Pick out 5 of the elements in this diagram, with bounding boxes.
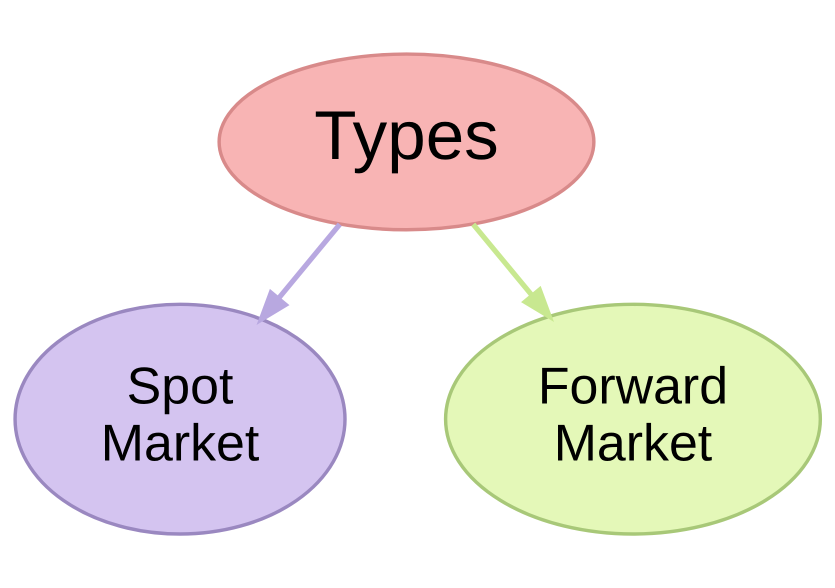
arrow — [471, 222, 554, 322]
arrow — [256, 222, 342, 325]
node-ellipse: Spot Market — [13, 302, 347, 536]
node-ellipse: Types — [217, 52, 596, 232]
node-ellipse: Forward Market — [444, 302, 822, 536]
